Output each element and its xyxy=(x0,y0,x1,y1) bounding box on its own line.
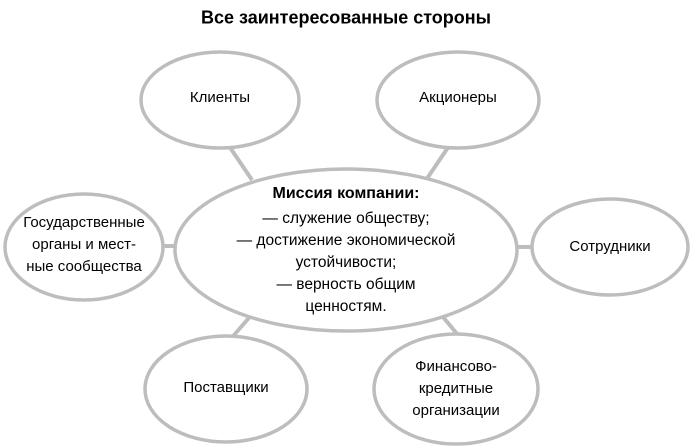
node-ellipses xyxy=(3,50,690,446)
ellipse-clients xyxy=(139,50,301,150)
mission-center-node: Миссия компании: — служение обществу; — … xyxy=(181,182,511,318)
ellipse-suppliers xyxy=(143,334,309,444)
ellipse-financial xyxy=(372,332,540,446)
mission-item: — верность общим ценностям. xyxy=(276,276,416,315)
ellipse-mission-center xyxy=(173,167,519,333)
ellipse-shareholders xyxy=(375,50,541,150)
diagram-title: Все заинтересованные стороны xyxy=(200,7,492,28)
mission-heading: Миссия компании: xyxy=(272,185,420,202)
ellipse-employees xyxy=(530,197,690,297)
ellipse-government xyxy=(3,192,165,302)
mission-item: — служение обществу; xyxy=(262,210,430,227)
mission-item: — достижение экономической устойчивости; xyxy=(236,232,456,271)
